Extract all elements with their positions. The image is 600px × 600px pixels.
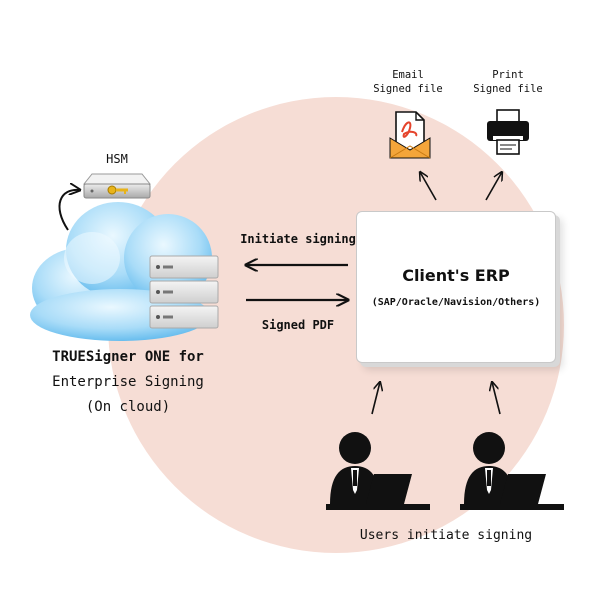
user2-to-erp-arrow	[492, 382, 501, 415]
initiate-signing-label: Initiate signing	[240, 232, 356, 246]
users-caption: Users initiate signing	[359, 528, 533, 543]
user-at-laptop-icon	[460, 432, 564, 510]
erp-to-email-arrow	[420, 172, 437, 201]
hsm-device-icon	[82, 173, 152, 199]
print-label: Print Signed file	[466, 68, 550, 96]
email-label-line1: Email	[392, 69, 424, 81]
printer-icon	[487, 109, 529, 155]
email-pdf-icon	[389, 111, 431, 159]
erp-subtitle: (SAP/Oracle/Navision/Others)	[371, 297, 541, 308]
user1-to-erp-arrow	[371, 382, 380, 415]
erp-title: Client's ERP	[402, 266, 510, 285]
truesigner-line2: Enterprise Signing	[52, 374, 204, 390]
truesigner-label: TRUESigner ONE for Enterprise Signing (O…	[38, 345, 218, 420]
truesigner-line1: TRUESigner ONE for	[52, 349, 204, 365]
erp-to-print-arrow	[485, 172, 502, 201]
print-label-line1: Print	[492, 69, 524, 81]
server-icon	[149, 255, 219, 329]
user-at-laptop-icon	[326, 432, 430, 510]
email-label-line2: Signed file	[373, 83, 443, 95]
hsm-loop-arrow	[58, 190, 80, 231]
truesigner-line3: (On cloud)	[85, 399, 171, 415]
signed-pdf-label: Signed PDF	[261, 318, 335, 332]
hsm-label: HSM	[106, 152, 128, 166]
client-erp-box: Client's ERP (SAP/Oracle/Navision/Others…	[356, 211, 556, 363]
email-label: Email Signed file	[368, 68, 448, 96]
print-label-line2: Signed file	[473, 83, 543, 95]
